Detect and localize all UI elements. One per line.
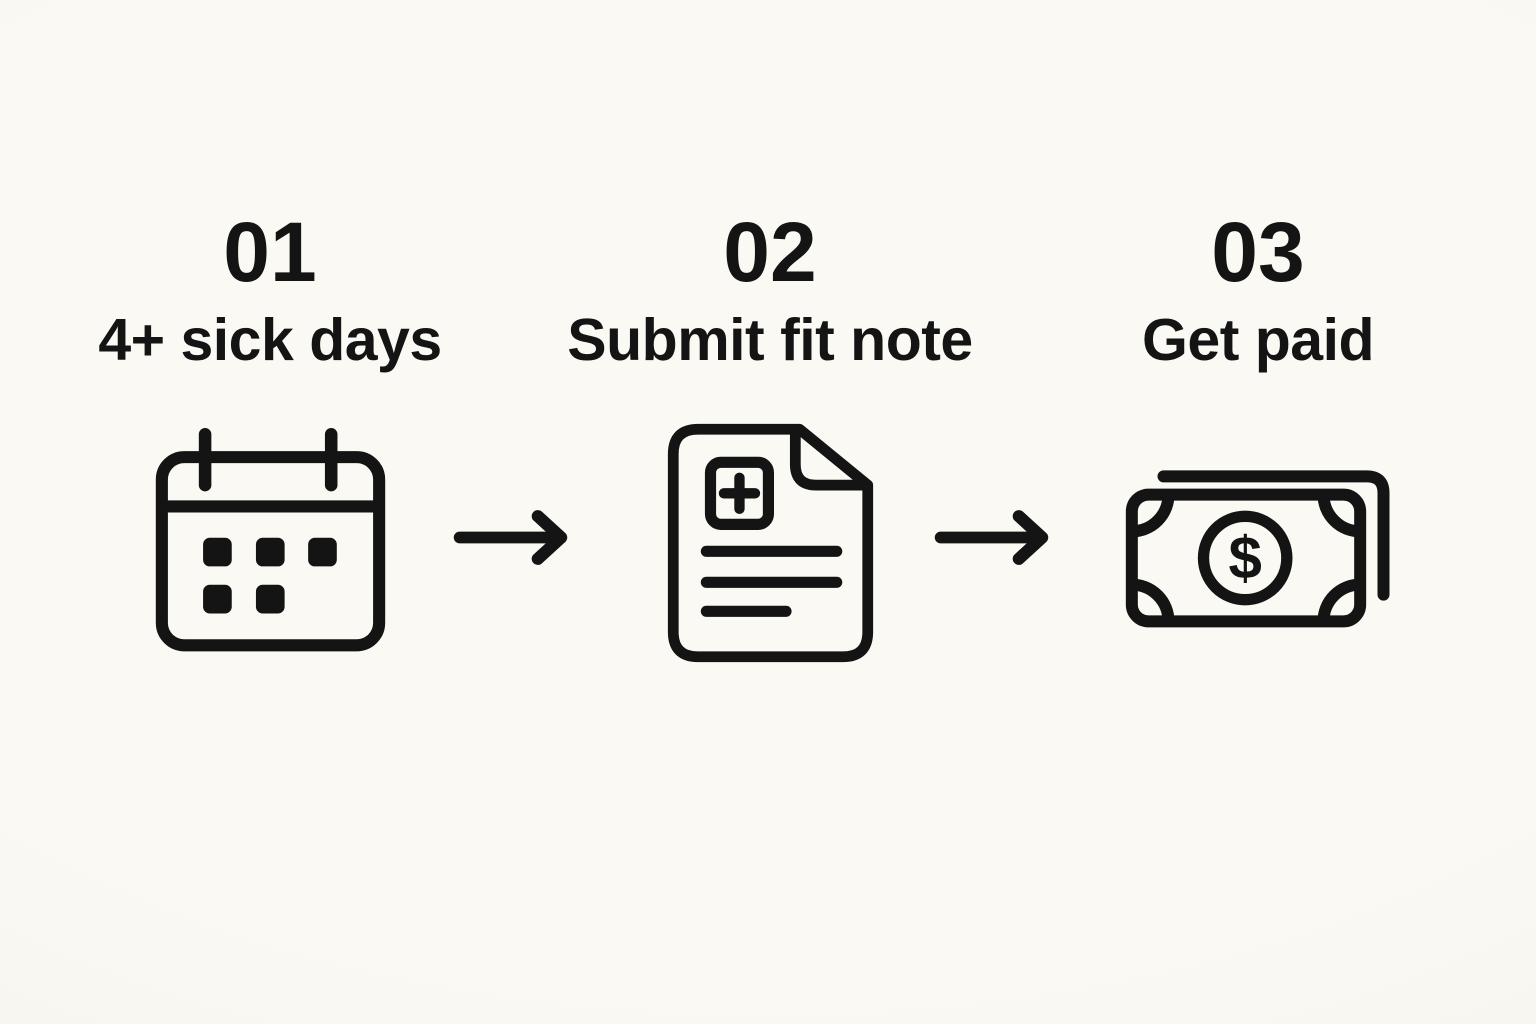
step-2-label: Submit fit note (567, 307, 973, 373)
step-1-icon-wrap (155, 428, 386, 652)
arrow-right-icon (933, 505, 1066, 570)
step-3-label: Get paid (1141, 307, 1375, 373)
calendar-icon (155, 428, 385, 652)
step-3-number: 03 (1211, 205, 1305, 299)
step-1: 01 4+ sick days (60, 210, 480, 652)
step-3: 03 Get paid $ (1048, 210, 1468, 628)
step-2-icon-wrap (667, 423, 874, 663)
banknotes-icon: $ (1125, 470, 1389, 628)
step-2-number: 02 (723, 205, 817, 299)
arrow-right-icon (452, 505, 585, 570)
step-1-number: 01 (223, 205, 317, 299)
dollar-circle (1197, 510, 1292, 606)
step-2: 02 Submit fit note (560, 210, 980, 663)
step-1-label: 4+ sick days (98, 307, 442, 373)
step-3-icon-wrap: $ (1125, 468, 1392, 628)
fit-note-document-icon (667, 423, 873, 663)
dollar-sign: $ (1228, 525, 1261, 592)
